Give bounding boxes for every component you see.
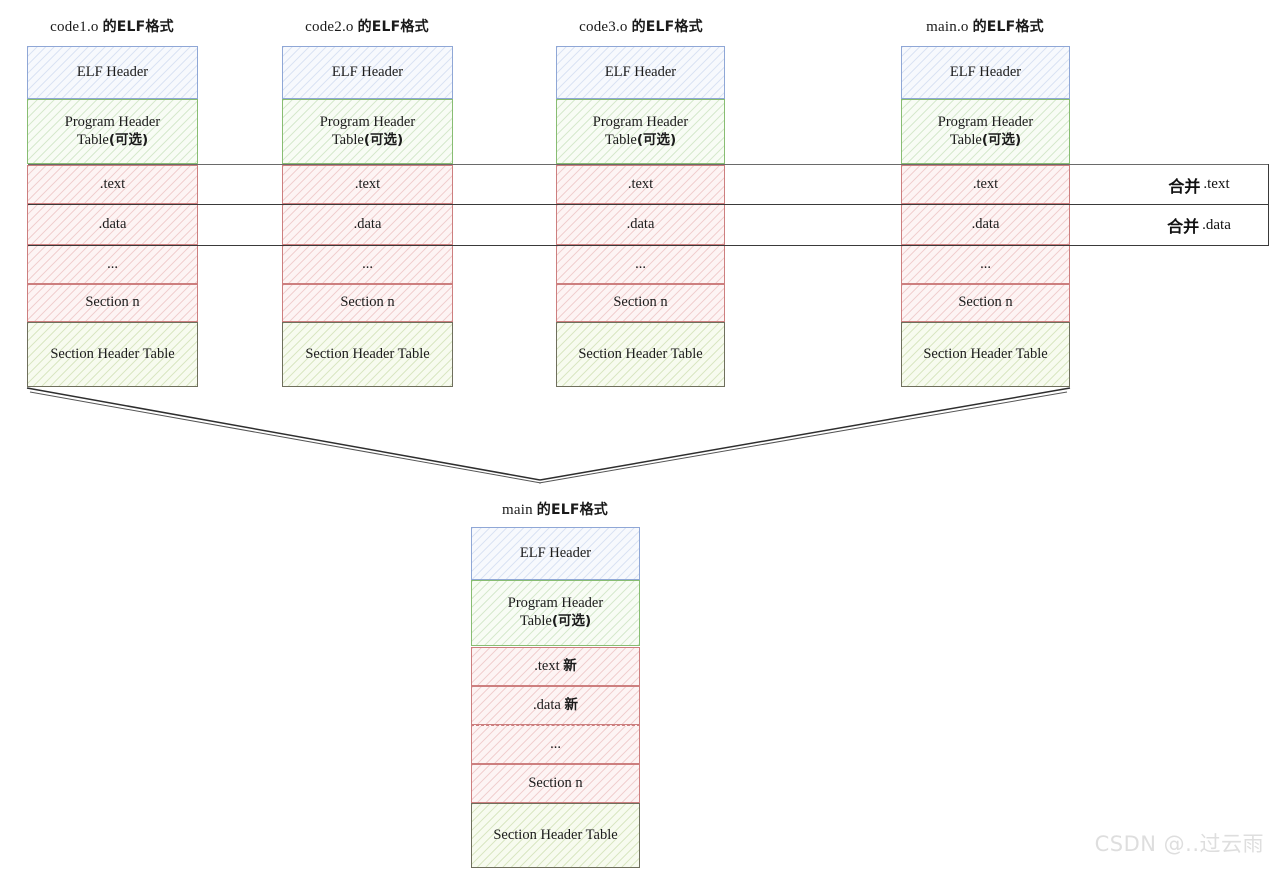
code3-text-section-label: .text	[627, 175, 654, 192]
code2-data-section-label: .data	[353, 215, 382, 232]
code2-elf-header-label: ELF Header	[331, 63, 404, 80]
code3-ellipsis-section: ...	[556, 245, 725, 284]
column-title-code3: code3.o 的ELF格式	[555, 16, 727, 36]
column-title-code2-suffix: 的ELF格式	[357, 19, 429, 35]
main-text-section-new-label: .text 新	[534, 657, 577, 674]
column-title-code1-suffix: 的ELF格式	[102, 19, 174, 35]
code2-section-header-table-label: Section Header Table	[305, 345, 430, 362]
merge-rule-text-top	[28, 164, 1269, 165]
code1-ellipsis-label: ...	[107, 255, 118, 272]
main-section-n: Section n	[471, 764, 640, 803]
code2-text-section: .text	[282, 165, 453, 204]
code1-data-section-label: .data	[98, 215, 127, 232]
code2-section-n-label: Section n	[340, 294, 395, 311]
column-title-code1-name: code1.o	[50, 19, 99, 35]
column-title-code3-suffix: 的ELF格式	[631, 19, 703, 35]
main-data-section-new-label: .data 新	[533, 696, 578, 713]
main-section-header-table: Section Header Table	[471, 803, 640, 868]
code1-section-header-table: Section Header Table	[27, 322, 198, 387]
column-title-maino-suffix: 的ELF格式	[972, 19, 1044, 35]
code2-data-section: .data	[282, 204, 453, 245]
maino-text-section: .text	[901, 165, 1070, 204]
main-section-n-label: Section n	[528, 774, 583, 791]
code3-data-section: .data	[556, 204, 725, 245]
code1-section-n-label: Section n	[85, 294, 140, 311]
code1-text-section: .text	[27, 165, 198, 204]
maino-section-n-label: Section n	[958, 294, 1013, 311]
csdn-watermark: CSDN @..过云雨	[1094, 832, 1264, 856]
code1-section-header-table-label: Section Header Table	[50, 345, 175, 362]
code2-ellipsis-label: ...	[362, 255, 373, 272]
main-ellipsis-section: ...	[471, 725, 640, 764]
code3-section-n-label: Section n	[613, 294, 668, 311]
column-title-main-output: main 的ELF格式	[470, 499, 640, 519]
code3-section-n: Section n	[556, 284, 725, 322]
column-title-maino-name: main.o	[926, 19, 969, 35]
code3-section-header-table: Section Header Table	[556, 322, 725, 387]
main-section-header-table-label: Section Header Table	[493, 826, 618, 843]
merge-rule-text-bottom	[28, 204, 1269, 205]
merge-box-right-edge	[1268, 164, 1269, 245]
column-title-main-output-name: main	[502, 502, 533, 518]
main-ellipsis-label: ...	[550, 735, 561, 752]
code3-elf-header-label: ELF Header	[604, 63, 677, 80]
code1-elf-header-label: ELF Header	[76, 63, 149, 80]
code1-ellipsis-section: ...	[27, 245, 198, 284]
maino-ellipsis-section: ...	[901, 245, 1070, 284]
merge-callout-data-cn: 合并	[1167, 217, 1200, 236]
column-title-maino: main.o 的ELF格式	[900, 16, 1070, 36]
code2-section-n: Section n	[282, 284, 453, 322]
maino-elf-header: ELF Header	[901, 46, 1070, 99]
maino-elf-header-label: ELF Header	[949, 63, 1022, 80]
code2-elf-header: ELF Header	[282, 46, 453, 99]
code1-elf-header: ELF Header	[27, 46, 198, 99]
column-title-main-output-suffix: 的ELF格式	[536, 502, 608, 518]
code3-data-section-label: .data	[626, 215, 655, 232]
main-data-section-new: .data 新	[471, 686, 640, 725]
column-title-code3-name: code3.o	[579, 19, 628, 35]
maino-text-section-label: .text	[972, 175, 999, 192]
merge-callout-text-target: .text	[1203, 176, 1230, 192]
maino-data-section: .data	[901, 204, 1070, 245]
column-title-code1: code1.o 的ELF格式	[26, 16, 198, 36]
maino-section-header-table: Section Header Table	[901, 322, 1070, 387]
code3-ellipsis-label: ...	[635, 255, 646, 272]
merge-callout-text: 合并 .text	[1130, 165, 1268, 204]
code2-text-section-label: .text	[354, 175, 381, 192]
code2-section-header-table: Section Header Table	[282, 322, 453, 387]
main-elf-header-label: ELF Header	[519, 544, 592, 561]
code3-text-section: .text	[556, 165, 725, 204]
maino-ellipsis-label: ...	[980, 255, 991, 272]
merge-callout-data-target: .data	[1202, 216, 1231, 233]
maino-section-header-table-label: Section Header Table	[923, 345, 1048, 362]
main-elf-header: ELF Header	[471, 527, 640, 580]
code3-elf-header: ELF Header	[556, 46, 725, 99]
code1-section-n: Section n	[27, 284, 198, 322]
merge-rule-data-bottom	[28, 245, 1269, 246]
maino-section-n: Section n	[901, 284, 1070, 322]
code1-text-section-label: .text	[99, 175, 126, 192]
code1-data-section: .data	[27, 204, 198, 245]
merge-callout-data: 合并 .data	[1130, 205, 1268, 245]
code3-section-header-table-label: Section Header Table	[578, 345, 703, 362]
merge-callout-text-cn: 合并	[1168, 176, 1201, 196]
column-title-code2: code2.o 的ELF格式	[281, 16, 453, 36]
code2-ellipsis-section: ...	[282, 245, 453, 284]
maino-data-section-label: .data	[971, 215, 1000, 232]
column-title-code2-name: code2.o	[305, 19, 354, 35]
main-text-section-new: .text 新	[471, 647, 640, 686]
